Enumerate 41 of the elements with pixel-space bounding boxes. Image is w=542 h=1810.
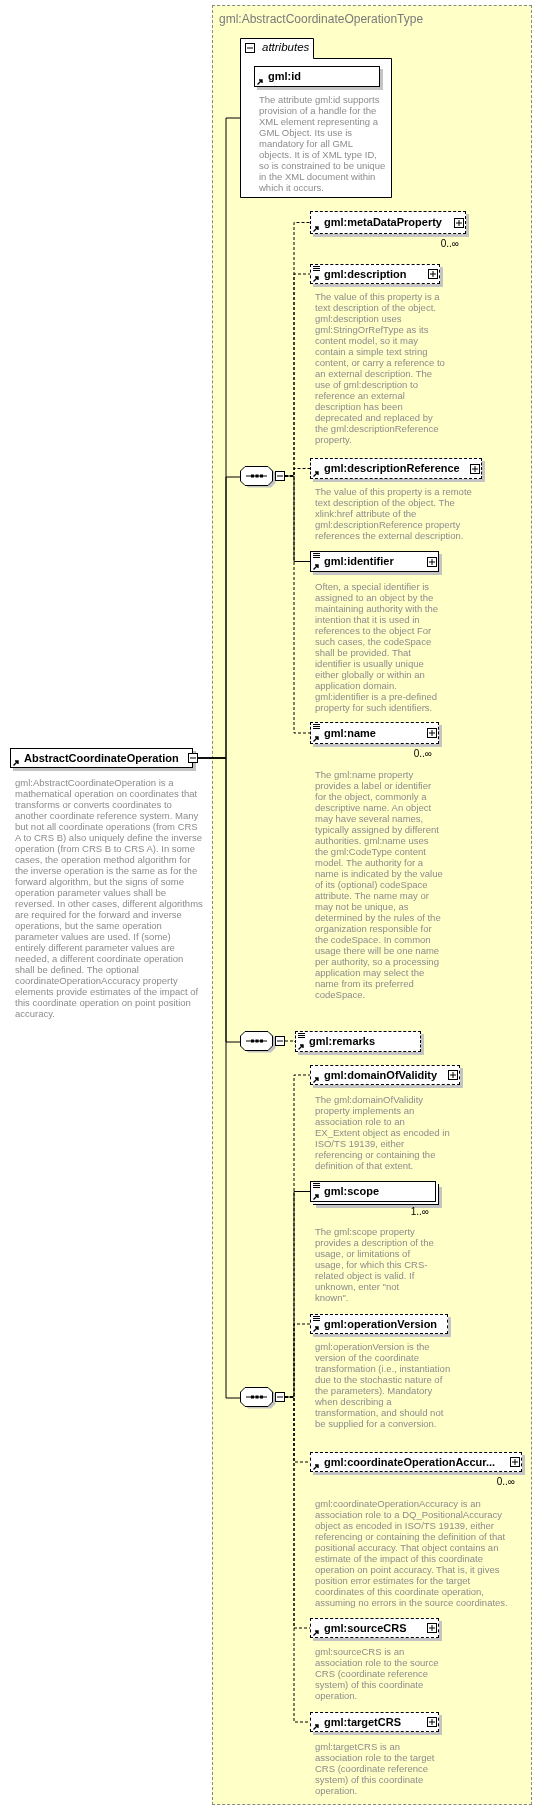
- element-name: gml:metaDataProperty: [324, 215, 442, 230]
- element-name: gml:identifier: [324, 554, 394, 569]
- cardinality-label: 1..∞: [410, 1206, 429, 1217]
- element-name: gml:descriptionReference: [324, 461, 460, 476]
- element-box: [295, 1031, 421, 1052]
- element-name: gml:domainOfValidity: [324, 1068, 438, 1083]
- connector-line: [284, 1040, 296, 1042]
- type-title: gml:AbstractCoordinateOperationType: [219, 12, 424, 26]
- description-text: gml:AbstractCoordinateOperation is a mathematical operation on coordinates that transforms or converts coordinates to another coordinate reference system. Many but not all coordinate operations (from CRS A to CRS B) also uniquely define the inverse operation (from CRS B to CRS A). In some cases, the operation method algorithm for the inverse operation is the same as for the forward algorithm, but the signs of some operation parameter values shall be reversed. In other cases, different algorithms are required for the forward and inverse operations, but the same operation parameter values are used. If (some) entirely different parameter values are needed, a different coordinate operation shall be defined. The optional coordinateOperationAccuracy property elements provide estimates of the impact of this coordinate operation on point position accuracy.: [15, 777, 203, 1019]
- attribute-group-panel: [240, 38, 392, 198]
- group-label: attributes: [262, 41, 310, 53]
- sequence-compositor: [240, 1387, 285, 1409]
- cardinality-label: 0..∞: [440, 238, 459, 249]
- element-name: AbstractCoordinateOperation: [24, 751, 179, 766]
- description-text: The gml:name property provides a label or identifier for the object, commonly a descriptive name. An object may have several names, typically assigned by different authorities. gml:name uses the gml:CodeType content model. The authority for a name is indicated by the value of its (optional) codeSpace attribute. The name may or may not be unique, as determined by the rules of the organization responsible for the codeSpace. In common usage there will be one name per authority, so a processing application may select the name from its preferred codeSpace.: [315, 769, 443, 1000]
- description-text: Often, a special identifier is assigned to an object by the maintaining authority with the intention that it is used in references to the object For such cases, the codeSpace shall be provided. That identifier is usually unique either globally or within an application domain. gml:identifier is a pre-defined property for such identifiers.: [315, 581, 440, 713]
- description-text: The value of this property is a text description of the object. gml:description uses gml:StringOrRefType as its content model, so it may contain a simple text string content, or carry a reference to an external description. The use of gml:description to reference an external description has been deprecated and replaced by the gml:descriptionReference property.: [315, 291, 446, 445]
- element-name: gml:coordinateOperationAccur...: [324, 1455, 496, 1470]
- description-text: The gml:scope property provides a description of the usage, or limitations of usage, for which this CRS-related object is valid. If unknown, enter "not known".: [315, 1226, 435, 1303]
- element-name: gml:targetCRS: [324, 1715, 401, 1730]
- description-text: gml:sourceCRS is an association role to the source CRS (coordinate reference system) of this coordinate operation.: [315, 1646, 440, 1701]
- description-text: gml:coordinateOperationAccuracy is an association role to a DQ_PositionalAccuracy object as encoded in ISO/TS 19139, either referencing or containing the definition of that positional accuracy. That object contains an estimate of the impact of this coordinate operation on point accuracy. That is, it gives position error estimates for the target coordinates of this coordinate operation, assuming no errors in the source coordinates.: [315, 1498, 509, 1608]
- element-name: gml:operationVersion: [324, 1317, 438, 1332]
- description-text: The gml:domainOfValidity property implements an association role to an EX_Extent object as encoded in ISO/TS 19139, either referencing or containing the definition of that extent.: [315, 1094, 451, 1171]
- cardinality-label: 0..∞: [413, 748, 432, 759]
- sequence-compositor: [240, 1031, 285, 1053]
- description-text: The value of this property is a remote text description of the object. The xlink:href attribute of the gml:descriptionReference property references the external description.: [315, 486, 473, 541]
- element-name: gml:remarks: [309, 1034, 376, 1049]
- element-name: gml:description: [324, 267, 407, 282]
- element-name: gml:sourceCRS: [324, 1621, 407, 1636]
- element-name: gml:name: [324, 726, 376, 741]
- connector-line: [284, 475, 311, 734]
- description-text: gml:targetCRS is an association role to the target CRS (coordinate reference system) of this coordinate operation.: [315, 1741, 436, 1796]
- element-name: gml:scope: [324, 1184, 379, 1199]
- sequence-compositor: [240, 466, 285, 488]
- description-text: gml:operationVersion is the version of the coordinate transformation (i.e., instantiation due to the stochastic nature of the parameters). Mandatory when describing a transformation, and should not be supplied for a conversion.: [315, 1341, 451, 1429]
- cardinality-label: 0..∞: [496, 1476, 515, 1487]
- description-text: The attribute gml:id supports provision of a handle for the XML element representing a GML Object. Its use is mandatory for all GML objects. It is of XML type ID, so is constrained to be unique in the XML document within which it occurs.: [259, 94, 387, 193]
- connector-line: [196, 757, 241, 1399]
- type-container: [212, 5, 532, 1805]
- element-name: gml:id: [268, 69, 301, 84]
